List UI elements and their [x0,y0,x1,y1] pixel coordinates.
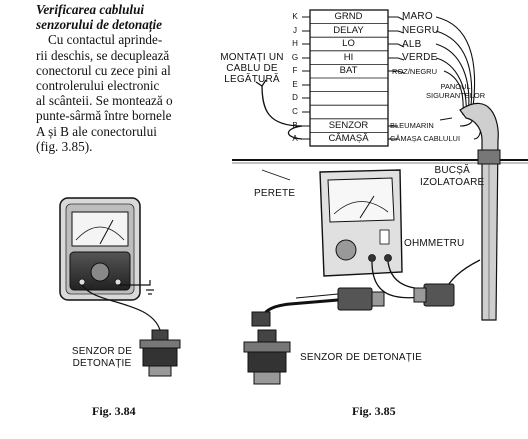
pin-letter: K [292,12,298,21]
ohmmeter-label: OHMMETRU [404,238,465,249]
wire-label-bleumarin: BLEUMARIN [390,121,434,130]
fig84-ohmmeter [59,197,141,301]
fig85-jumper-wire [255,79,303,140]
fig85-sensor-label: SENZOR DE DETONAȚIE [300,352,422,363]
wire-label-verde: VERDE [402,52,438,63]
fig85-harness-tube [459,102,501,321]
paragraph: Cu contactul aprinde- rii deschis, se de… [36,32,173,154]
wall-label: PERETE [254,188,296,199]
connector-cell: BAT [339,65,358,76]
fig85-knock-sensor [243,329,291,385]
connector-cell: GRND [334,11,363,22]
wire-label-maro: MARO [402,11,433,22]
fig85-harness-connector [251,283,455,327]
wire-label-roz-negru: ROZ/NEGRU [392,67,437,76]
connector-cell: DELAY [333,25,364,36]
connector-cell: LO [342,38,355,49]
fig85-caption: Fig. 3.85 [352,404,396,418]
pin-letter: C [292,107,298,116]
fig84-knock-sensor [139,329,181,377]
pin-letter: J [293,26,297,35]
fig84-sensor-label: SENZOR DE DETONAȚIE [71,346,133,369]
fig85-ohmmeter [319,169,403,277]
pin-letter: B [292,121,298,130]
fuse-panel-label: PANOUL SIGURANȚELOR [426,82,486,100]
pin-letter: A [292,134,298,143]
fig84-caption: Fig. 3.84 [92,404,136,418]
pin-letter: G [291,53,299,62]
fig84-leads [81,280,161,331]
pin-letter: H [292,39,298,48]
wire-label-camasa-cablului: CĂMAȘA CABLULUI [390,134,461,143]
wire-label-alb: ALB [402,39,422,50]
instruction-text: Verificarea cablului senzorului de deton… [36,2,231,154]
pin-letter: F [292,66,298,75]
pin-letter: D [292,93,298,102]
pin-letter: E [292,80,298,89]
connector-cell: HI [343,52,354,63]
wire-label-negru: NEGRU [402,25,440,36]
section-title: Verificarea cablului senzorului de deton… [36,2,163,33]
jumper-label: MONTAȚI UN CABLU DE LEGĂTURĂ [220,52,284,85]
connector-cell: SENZOR [328,120,369,131]
fig85-pin-ticks [302,16,310,140]
fig85-connector-block [309,9,389,147]
bushing-label: BUCȘĂ IZOLATOARE [420,165,485,188]
connector-cell: CĂMAȘĂ [328,133,369,144]
